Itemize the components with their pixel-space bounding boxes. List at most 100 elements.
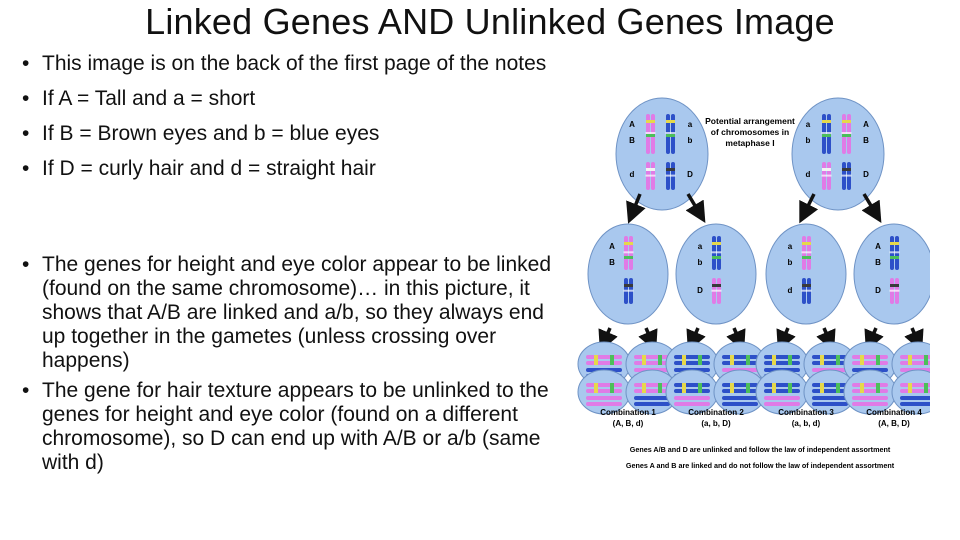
bottom-bullet-list: The genes for height and eye color appea…: [22, 253, 562, 481]
metaphase-cell-left-band-d-left: [646, 168, 655, 171]
gamete-row1-1-band-b: [610, 355, 614, 365]
gamete-row1-2-chrom-1: [634, 355, 670, 359]
bullet-note-location: This image is on the back of the first p…: [22, 52, 562, 76]
meiosis-ii-cell-3-label-1: b: [788, 258, 793, 267]
meiosis-ii-cell-2-chrom-ab-centromere: [711, 251, 722, 254]
bullet-unlinked-gene: The gene for hair texture appears to be …: [22, 379, 562, 475]
gamete-row2-8-chrom-3: [900, 396, 936, 400]
gamete-row2-2-band-a: [642, 383, 646, 393]
gamete-row1-5-chrom-1: [764, 355, 800, 359]
gamete-row1-4-chrom-2: [722, 361, 758, 365]
top-bullet-list: This image is on the back of the first p…: [22, 52, 562, 192]
gamete-row2-6-chrom-1: [812, 383, 848, 387]
metaphase-cell-left-label-left-1: B: [629, 136, 635, 145]
gamete-row1-5-band-a: [772, 355, 776, 365]
metaphase-cell-right-label-left-2: d: [806, 170, 811, 179]
gamete-arrow-4: [726, 327, 746, 352]
metaphase-cell-right-band-b-left: [822, 134, 831, 137]
metaphase-label-line1: Potential arrangement: [705, 116, 795, 126]
metaphase-cell-right-chrom-ab-left-centromere: [821, 132, 832, 134]
caption-linked: Genes A and B are linked and do not foll…: [626, 461, 895, 470]
gamete-row1-8-band-b: [924, 355, 928, 365]
gamete-row2-5-band-b: [788, 383, 792, 393]
meiosis-ii-cell-4-band-d: [890, 284, 899, 287]
gamete-row2-7-chrom-4: [852, 402, 888, 406]
meiosis-ii-cell-2-label-0: a: [698, 242, 703, 251]
meiosis-ii-cell-3-band-b: [802, 256, 811, 259]
gamete-row2-4-band-a: [730, 383, 734, 393]
metaphase-cell-left-label-right-0: a: [688, 120, 693, 129]
gamete-row2-1-band-a: [594, 383, 598, 393]
gamete-row1-4-chrom-1: [722, 355, 758, 359]
metaphase-cell-left-band-b-left: [646, 134, 655, 137]
metaphase-cell-right-label-right-2: D: [863, 170, 869, 179]
gamete-row2-6-band-a: [820, 383, 824, 393]
gamete-arrow-6: [816, 327, 836, 352]
gamete-row2-4-chrom-1: [722, 383, 758, 387]
metaphase-cell-right-chrom-ab-right-centromere: [841, 132, 852, 134]
metaphase-cell-right-label-right-1: B: [863, 136, 869, 145]
gamete-row1-2-band-b: [658, 355, 662, 365]
metaphase-cell-left-band-b-right: [666, 134, 675, 137]
gamete-row2-8-band-a: [908, 383, 912, 393]
meiosis-ii-cell-4-label-0: A: [875, 242, 881, 251]
meiosis-ii-cell-4-chrom-d-centromere: [889, 289, 900, 292]
metaphase-cell-left-label-left-2: d: [630, 170, 635, 179]
gamete-row2-6-band-b: [836, 383, 840, 393]
gamete-row2-3-chrom-2: [674, 389, 710, 393]
metaphase-cell-left-chrom-ab-right-centromere: [665, 132, 676, 134]
metaphase-cell-right-label-right-0: A: [863, 120, 869, 129]
gamete-row2-4-chrom-3: [722, 396, 758, 400]
gamete-row2-1-chrom-1: [586, 383, 622, 387]
gamete-row2-3-band-b: [698, 383, 702, 393]
meiosis-ii-cell-1-band-d: [624, 284, 633, 287]
meiosis-ii-cell-4-band-b: [890, 256, 899, 259]
gamete-row2-7-band-b: [876, 383, 880, 393]
arrow-2: [685, 193, 706, 224]
gamete-arrow-5: [776, 327, 796, 352]
metaphase-cell-right-band-a-left: [822, 120, 831, 123]
gamete-row2-1-band-b: [610, 383, 614, 393]
bullet-linked-genes: The genes for height and eye color appea…: [22, 253, 562, 373]
gamete-row2-2-chrom-1: [634, 383, 670, 387]
meiosis-ii-cell-3-label-2: d: [788, 286, 793, 295]
gamete-arrow-8: [904, 327, 924, 352]
gamete-row1-5-chrom-2: [764, 361, 800, 365]
combination-4-alleles: (A, B, D): [878, 419, 910, 428]
gamete-row1-2-chrom-2: [634, 361, 670, 365]
meiosis-ii-cell-1-label-0: A: [609, 242, 615, 251]
meiosis-ii-cell-3: [765, 223, 847, 325]
page-title: Linked Genes AND Unlinked Genes Image: [145, 1, 835, 42]
gamete-row1-1-chrom-2: [586, 361, 622, 365]
gamete-row2-4-chrom-2: [722, 389, 758, 393]
gamete-row1-4-band-a: [730, 355, 734, 365]
gamete-row1-3-chrom-1: [674, 355, 710, 359]
gamete-arrow-2: [638, 327, 658, 352]
meiosis-ii-cell-3-chrom-d-centromere: [801, 289, 812, 292]
gamete-row2-2-band-b: [658, 383, 662, 393]
gamete-row2-1-chrom-4: [586, 402, 622, 406]
metaphase-label-line2: of chromosomes in: [711, 127, 789, 137]
meiosis-ii-cell-1: [587, 223, 669, 325]
arrow-1: [626, 193, 646, 224]
metaphase-cell-left-band-d-right: [666, 168, 675, 171]
meiosis-ii-cell-3-band-d: [802, 284, 811, 287]
metaphase-cell-left-chrom-d-right-centromere: [665, 174, 676, 177]
gamete-row1-6-chrom-1: [812, 355, 848, 359]
gamete-row2-3-band-a: [682, 383, 686, 393]
meiosis-ii-cell-3-chrom-ab-centromere: [801, 251, 812, 254]
metaphase-cell-right-band-a-right: [842, 120, 851, 123]
gamete-row1-7-band-b: [876, 355, 880, 365]
meiosis-ii-cell-2-band-d: [712, 284, 721, 287]
gamete-row2-4-band-b: [746, 383, 750, 393]
gamete-row2-8-band-b: [924, 383, 928, 393]
gamete-row1-1-band-a: [594, 355, 598, 365]
metaphase-cell-left-label-right-1: b: [688, 136, 693, 145]
gamete-row2-7-chrom-2: [852, 389, 888, 393]
metaphase-cell-left-label-right-2: D: [687, 170, 693, 179]
gamete-row2-1-chrom-2: [586, 389, 622, 393]
gamete-row2-5-chrom-2: [764, 389, 800, 393]
gamete-row1-6-chrom-2: [812, 361, 848, 365]
metaphase-cell-left: [615, 97, 709, 211]
